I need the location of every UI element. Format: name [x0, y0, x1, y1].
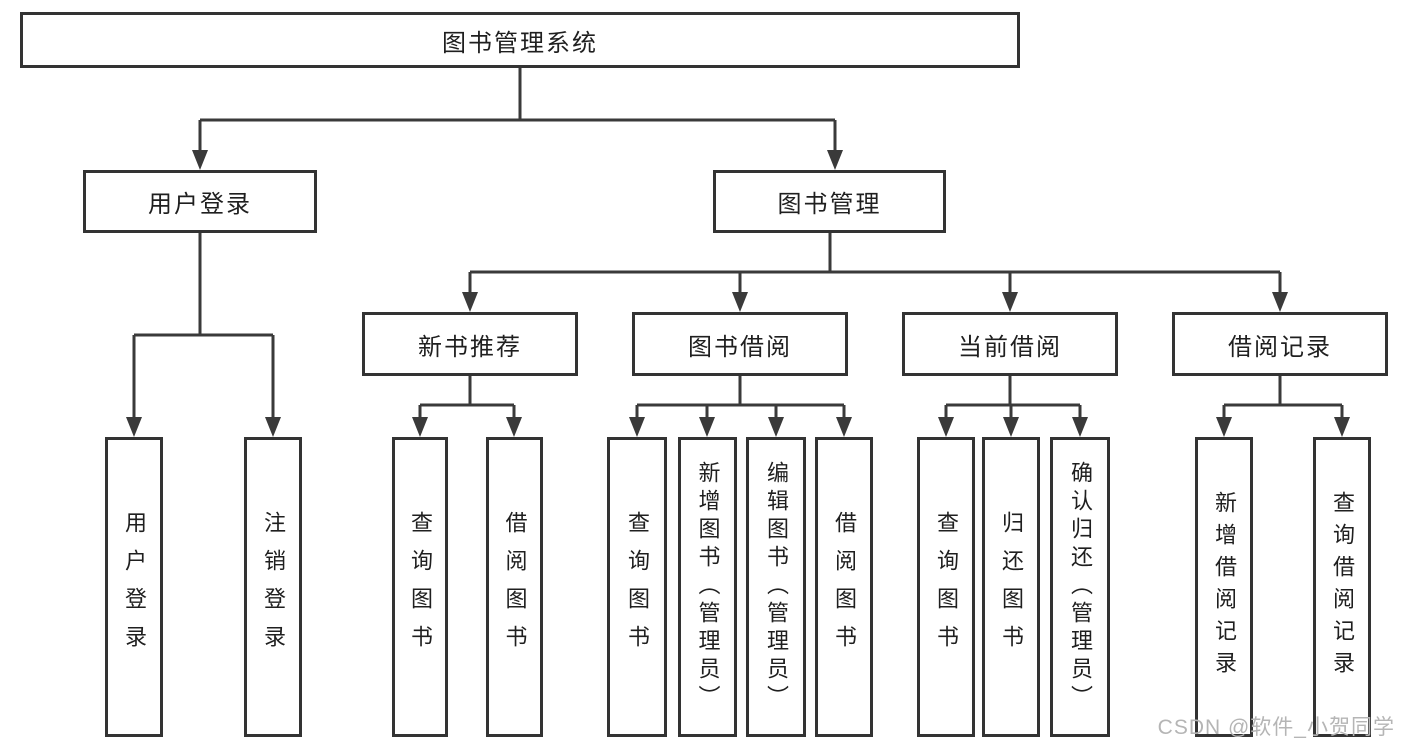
connector-book-borrow-children	[629, 376, 852, 437]
leaf-edit-book-admin-label: 编辑图书（管理员）	[764, 461, 789, 713]
leaf-add-book-admin-label: 新增图书（管理员）	[695, 461, 721, 713]
leaf-borrow-books-borrowing: 借阅图书	[815, 437, 873, 737]
leaf-user-login-label: 用户登录	[122, 511, 147, 663]
leaf-query-borrow-record-label: 查询借阅记录	[1330, 491, 1355, 683]
node-current-borrowing: 当前借阅	[902, 312, 1118, 376]
leaf-confirm-return-admin: 确认归还（管理员）	[1050, 437, 1110, 737]
leaf-return-books: 归还图书	[982, 437, 1040, 737]
csdn-watermark: CSDN @软件_小贺同学	[1157, 716, 1395, 739]
leaf-query-books-recommend-label: 查询图书	[408, 511, 433, 663]
connector-current-borrow-children	[938, 376, 1088, 437]
leaf-logout-label: 注销登录	[261, 511, 286, 663]
node-library-management-system: 图书管理系统	[20, 12, 1020, 68]
leaf-confirm-return-admin-label: 确认归还（管理员）	[1068, 461, 1093, 713]
connector-borrow-records-children	[1216, 376, 1350, 437]
node-borrowing-records-label: 借阅记录	[1228, 333, 1332, 361]
node-user-login-label: 用户登录	[148, 191, 252, 218]
leaf-query-books-borrowing: 查询图书	[607, 437, 667, 737]
leaf-query-books-recommend: 查询图书	[392, 437, 448, 737]
leaf-logout: 注销登录	[244, 437, 302, 737]
node-library-management-system-label: 图书管理系统	[442, 29, 598, 57]
leaf-user-login: 用户登录	[105, 437, 163, 737]
leaf-add-book-admin: 新增图书（管理员）	[678, 437, 737, 737]
node-current-borrowing-label: 当前借阅	[958, 333, 1062, 361]
leaf-add-borrow-record: 新增借阅记录	[1195, 437, 1253, 737]
connector-root-to-level2	[192, 68, 843, 170]
node-book-management: 图书管理	[713, 170, 946, 233]
leaf-query-books-borrowing-label: 查询图书	[625, 511, 650, 663]
leaf-borrow-books-recommend: 借阅图书	[486, 437, 543, 737]
leaf-borrow-books-recommend-label: 借阅图书	[502, 511, 528, 663]
node-book-borrowing: 图书借阅	[632, 312, 848, 376]
node-borrowing-records: 借阅记录	[1172, 312, 1388, 376]
leaf-query-books-current: 查询图书	[917, 437, 975, 737]
node-new-book-recommendation-label: 新书推荐	[418, 333, 522, 361]
node-book-management-label: 图书管理	[777, 191, 882, 218]
node-book-borrowing-label: 图书借阅	[688, 333, 792, 361]
node-new-book-recommendation: 新书推荐	[362, 312, 578, 376]
leaf-borrow-books-borrowing-label: 借阅图书	[832, 511, 857, 663]
connector-user-login-children	[126, 233, 281, 437]
node-user-login: 用户登录	[83, 170, 317, 233]
leaf-query-borrow-record: 查询借阅记录	[1313, 437, 1371, 737]
leaf-add-borrow-record-label: 新增借阅记录	[1212, 491, 1237, 683]
connector-book-mgmt-children	[462, 233, 1288, 312]
leaf-query-books-current-label: 查询图书	[934, 511, 959, 663]
leaf-edit-book-admin: 编辑图书（管理员）	[746, 437, 806, 737]
leaf-return-books-label: 归还图书	[999, 511, 1024, 663]
connector-new-book-rec-children	[412, 376, 522, 437]
